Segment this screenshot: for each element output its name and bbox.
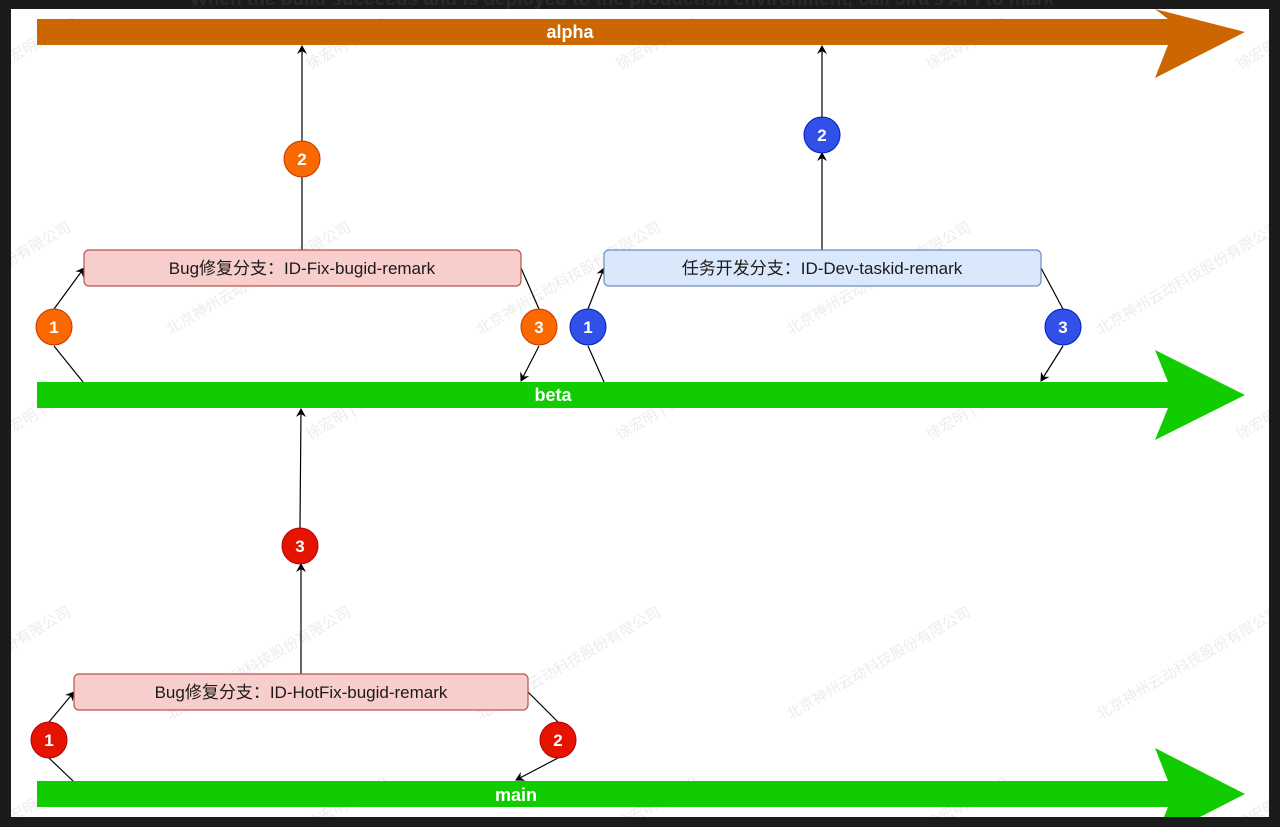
fix-step-3: 3	[520, 308, 558, 346]
dev-connector-to-box	[587, 267, 606, 310]
branch-alpha-label: alpha	[546, 22, 594, 42]
watermark-name: 徐宏明 | 6069	[1234, 13, 1270, 73]
watermark-company: 北京神州云动科技股份有限公司	[1094, 604, 1270, 724]
branch-beta[interactable]: beta	[37, 350, 1245, 440]
hotfix-branch-box[interactable]: Bug修复分支：ID-HotFix-bugid-remark	[73, 673, 529, 711]
hotfix-step-1: 1	[30, 721, 68, 759]
hotfix-connectors	[48, 408, 559, 782]
dev-connector-to-beta	[1040, 345, 1064, 382]
hotfix-branch-label: Bug修复分支：ID-HotFix-bugid-remark	[155, 683, 448, 702]
hotfix-connector-from-box	[527, 691, 559, 723]
branch-alpha[interactable]: alpha	[37, 9, 1245, 78]
hotfix-step-1-number: 1	[44, 731, 53, 750]
fix-step-2: 2	[283, 140, 321, 178]
branch-main-arrow	[37, 748, 1245, 817]
step-markers: 1 2 3 1 2 3 1 2 3	[30, 116, 1082, 759]
fix-connector-to-beta	[520, 345, 540, 382]
dev-step-3: 3	[1044, 308, 1082, 346]
branch-beta-label: beta	[534, 385, 572, 405]
hotfix-connector-to-main	[515, 757, 559, 781]
dev-step-2: 2	[803, 116, 841, 154]
fix-connector-from-beta	[53, 345, 84, 383]
watermark-company: 北京神州云动科技股份有限公司	[11, 604, 74, 724]
dev-step-1-number: 1	[583, 318, 592, 337]
dev-connector-from-box	[1040, 267, 1064, 310]
dev-step-3-number: 3	[1058, 318, 1067, 337]
fix-step-2-number: 2	[297, 150, 306, 169]
branch-alpha-arrow	[37, 9, 1245, 78]
branch-main[interactable]: main	[37, 748, 1245, 817]
dev-step-2-number: 2	[817, 126, 826, 145]
fix-branch-label: Bug修复分支：ID-Fix-bugid-remark	[169, 259, 436, 278]
fix-connectors	[53, 45, 540, 383]
hotfix-step-3: 3	[281, 527, 319, 565]
hotfix-connector-from-main	[48, 757, 74, 782]
fix-step-1: 1	[35, 308, 73, 346]
watermark-company: 北京神州云动科技股份有限公司	[1094, 219, 1270, 339]
dev-connector-from-beta	[587, 345, 605, 383]
dev-step-1: 1	[569, 308, 607, 346]
hotfix-step-2-number: 2	[553, 731, 562, 750]
branch-main-label: main	[495, 785, 537, 805]
dev-branch-box[interactable]: 任务开发分支：ID-Dev-taskid-remark	[603, 249, 1042, 287]
hotfix-step-2: 2	[539, 721, 577, 759]
fix-branch-box[interactable]: Bug修复分支：ID-Fix-bugid-remark	[83, 249, 522, 287]
hotfix-step-3-number: 3	[295, 537, 304, 556]
watermark-company: 北京神州云动科技股份有限公司	[784, 604, 974, 724]
branch-beta-arrow	[37, 350, 1245, 440]
fix-step-1-number: 1	[49, 318, 58, 337]
fix-connector-from-box	[520, 267, 540, 310]
fix-connector-to-box	[53, 267, 85, 310]
dev-connectors	[587, 45, 1064, 383]
dev-branch-label: 任务开发分支：ID-Dev-taskid-remark	[682, 259, 963, 278]
hotfix-connector-to-box	[48, 691, 75, 723]
fix-step-3-number: 3	[534, 318, 543, 337]
background-caption: When the build succeeds and is deployed …	[190, 0, 1090, 10]
hotfix-connector-to-beta	[295, 408, 306, 529]
